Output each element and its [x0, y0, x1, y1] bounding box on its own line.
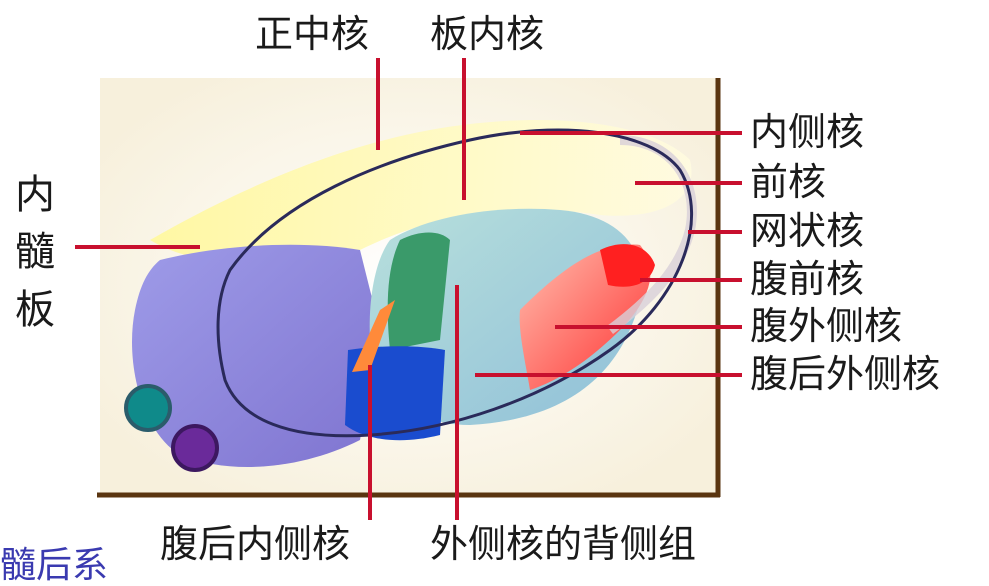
thalamus-illustration: [75, 58, 742, 520]
label-ventral-posterolateral-nucleus: 腹后外侧核: [750, 352, 941, 396]
label-anterior-nucleus: 前核: [750, 160, 827, 204]
label-median-nucleus: 正中核: [255, 12, 370, 56]
side-label-char-3: 板: [15, 287, 55, 333]
label-ventral-anterior-nucleus: 腹前核: [750, 257, 865, 301]
label-reticular-nucleus: 网状核: [750, 209, 865, 253]
medial-nucleus-region: [150, 120, 692, 264]
side-label-char-1: 内: [15, 172, 55, 218]
ventral-anterior-region: [600, 244, 655, 287]
thalamus-diagram: 正中核 板内核 内侧核 前核 网状核 腹前核 腹外侧核 腹后外侧核 腹后内侧核 …: [0, 12, 941, 584]
orange-sliver: [352, 300, 395, 372]
label-intralaminar-nucleus: 板内核: [430, 12, 545, 56]
label-ventral-posteromedial-nucleus: 腹后内侧核: [160, 522, 351, 566]
label-lateral-nucleus-dorsal-group: 外侧核的背侧组: [430, 522, 697, 566]
round-structure-1: [124, 384, 172, 432]
round-structure-2: [171, 424, 219, 472]
label-ventral-lateral-nucleus: 腹外侧核: [750, 304, 903, 348]
bottom-caption: 髓后系: [0, 545, 109, 586]
leader-lines: [75, 58, 742, 520]
side-label-char-2: 髓: [15, 229, 55, 275]
label-medial-nucleus: 内侧核: [750, 110, 865, 154]
green-strip-region: [387, 232, 450, 350]
thalamus-outline: [216, 128, 694, 438]
posterior-region: [132, 244, 380, 467]
